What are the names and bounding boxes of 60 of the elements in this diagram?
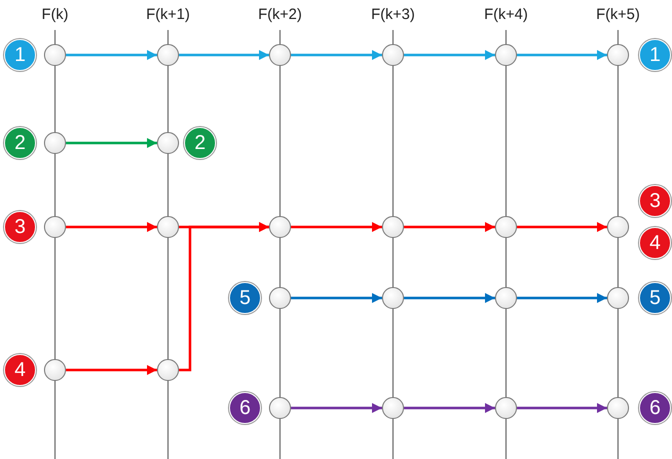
arrow	[179, 50, 269, 60]
number-badge: 2	[4, 127, 36, 159]
arrow	[291, 293, 382, 303]
node-circle	[382, 287, 404, 309]
number-badge: 4	[639, 227, 671, 259]
number-badge: 5	[229, 282, 261, 314]
node-circle	[269, 216, 291, 238]
arrow	[291, 222, 382, 232]
column-header: F(k+3)	[371, 6, 415, 23]
number-badge: 3	[4, 211, 36, 243]
column-header: F(k+2)	[258, 6, 302, 23]
node-circle	[157, 132, 179, 154]
node-circle	[44, 359, 66, 381]
node-circle	[495, 287, 517, 309]
arrow	[66, 138, 157, 148]
node-circle	[607, 397, 629, 419]
node-circle	[44, 216, 66, 238]
arrow	[404, 293, 495, 303]
number-badge: 5	[639, 282, 671, 314]
arrow	[404, 403, 495, 413]
arrow	[66, 50, 157, 60]
arrow	[291, 50, 382, 60]
arrow	[291, 403, 382, 413]
node-circle	[382, 397, 404, 419]
number-badge: 2	[184, 127, 216, 159]
arrow	[66, 365, 157, 375]
node-circle	[495, 397, 517, 419]
number-badge: 1	[639, 39, 671, 71]
node-circle	[157, 359, 179, 381]
node-circle	[607, 287, 629, 309]
arrow	[179, 222, 269, 372]
node-circle	[495, 216, 517, 238]
node-circle	[382, 216, 404, 238]
number-badge: 1	[4, 39, 36, 71]
node-circle	[269, 44, 291, 66]
column-header: F(k+5)	[596, 6, 640, 23]
arrow	[66, 222, 157, 232]
arrow	[517, 293, 607, 303]
number-badge: 6	[229, 392, 261, 424]
node-circle	[44, 44, 66, 66]
node-circle	[495, 44, 517, 66]
node-circle	[607, 216, 629, 238]
arrow	[404, 50, 495, 60]
arrow	[517, 403, 607, 413]
arrow	[517, 222, 607, 232]
number-badge: 6	[639, 392, 671, 424]
node-circle	[607, 44, 629, 66]
arrow	[404, 222, 495, 232]
node-circle	[269, 397, 291, 419]
number-badge: 4	[4, 354, 36, 386]
column-header: F(k)	[42, 6, 68, 23]
node-circle	[157, 44, 179, 66]
arrow	[517, 50, 607, 60]
node-circle	[44, 132, 66, 154]
column-header: F(k+4)	[484, 6, 528, 23]
node-circle	[269, 287, 291, 309]
node-circle	[382, 44, 404, 66]
node-circle	[157, 216, 179, 238]
column-header: F(k+1)	[146, 6, 190, 23]
number-badge: 3	[639, 185, 671, 217]
